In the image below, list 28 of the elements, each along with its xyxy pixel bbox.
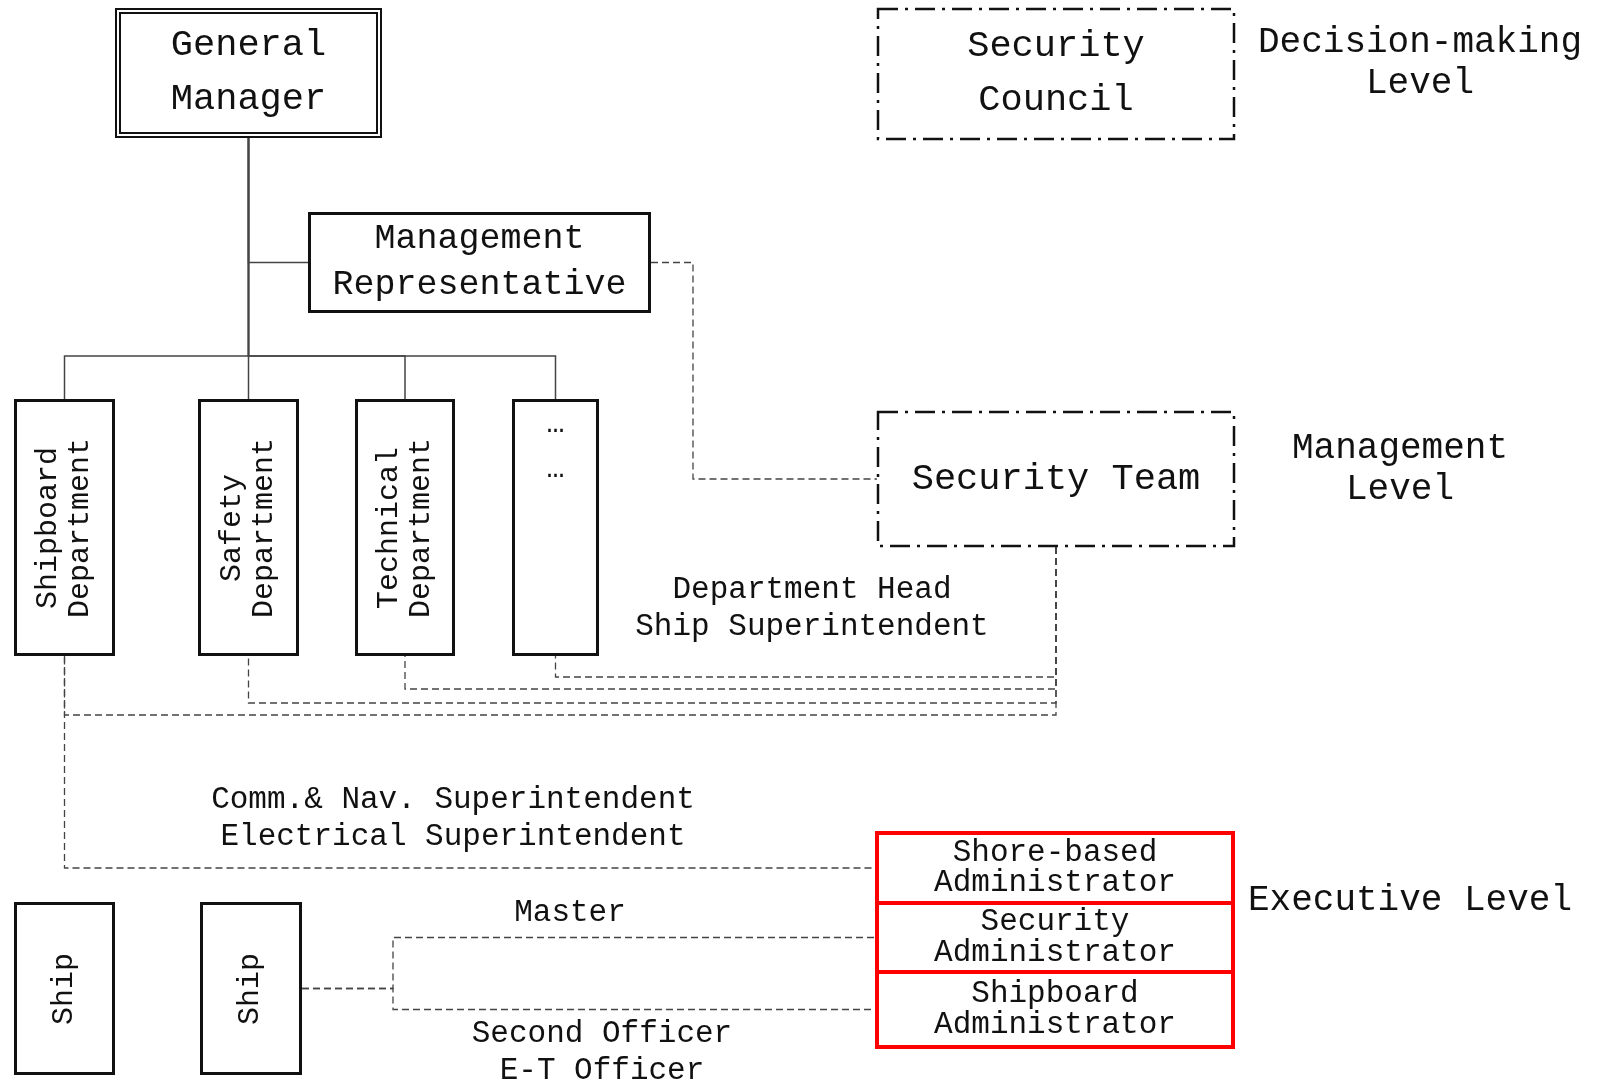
node-label: Management Representative: [331, 218, 628, 307]
node-label: Shore-based Administrator: [933, 837, 1177, 899]
department-box: [512, 399, 599, 656]
node-label: Shipboard Administrator: [933, 979, 1177, 1040]
department-box: [355, 399, 455, 656]
department-box: [14, 399, 115, 656]
connector-line: [650, 261, 878, 480]
node-label: Shipboard Department: [33, 436, 96, 620]
level-label: Executive Level: [1246, 880, 1574, 922]
node-label: Technical Department: [373, 436, 437, 620]
node-label: …: [546, 451, 565, 488]
node-label: Security Team: [911, 456, 1201, 502]
node-label: Ship: [48, 951, 81, 1027]
node-label: Safety Department: [217, 436, 280, 620]
ship-box: [14, 902, 115, 1075]
double-border-box: [115, 8, 382, 138]
department-box: [198, 399, 299, 656]
connector-line: [247, 137, 557, 400]
connector-line: [63, 546, 1057, 716]
node-label: Security Administrator: [933, 907, 1177, 968]
ship-box: [200, 902, 302, 1075]
node-label: Ship: [235, 951, 267, 1027]
node-label: …: [546, 406, 565, 443]
level-label: Decision-making Level: [1256, 22, 1584, 105]
node-label: Security Council: [966, 24, 1146, 123]
node-label: General Manager: [169, 23, 328, 122]
process-box: [308, 212, 651, 313]
level-label: Management Level: [1290, 428, 1509, 511]
